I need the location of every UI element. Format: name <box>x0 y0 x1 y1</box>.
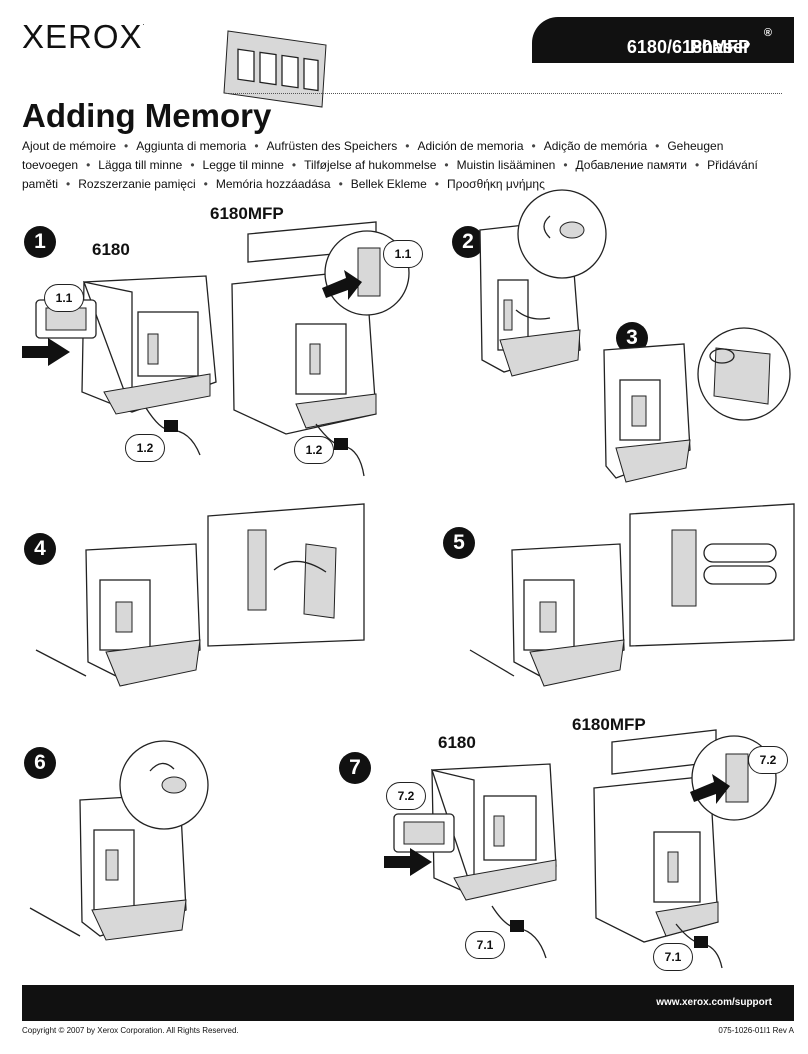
page-title: Adding Memory <box>22 97 272 134</box>
step-7-printer-6180-illustration <box>431 763 557 901</box>
step-3-module-zoom <box>697 327 791 421</box>
step-1-cord-6180 <box>145 407 201 456</box>
language-title: Aufrüsten des Speichers <box>266 139 398 153</box>
step-1-number: 1 <box>24 226 56 258</box>
callout-1-2-b: 1.2 <box>294 436 334 464</box>
product-banner: Phaser® 6180/6180MFP <box>532 17 794 63</box>
step-7-model-6180: 6180 <box>438 733 476 752</box>
bullet-separator: • <box>203 177 208 191</box>
bullet-separator: • <box>444 158 449 172</box>
step-2-arrow <box>515 309 551 320</box>
callout-7-2-b: 7.2 <box>748 746 788 774</box>
callout-7-2-a: 7.2 <box>386 782 426 810</box>
logo-mark: . <box>142 18 146 27</box>
language-title: Adición de memoria <box>417 139 524 153</box>
step-7-power-switch-zoom <box>393 813 455 853</box>
bullet-separator: • <box>254 139 259 153</box>
step-1-model-6180mfp: 6180MFP <box>210 204 284 223</box>
bullet-separator: • <box>66 177 71 191</box>
step-1-printer-mfp-illustration <box>231 221 377 435</box>
bullet-separator: • <box>434 177 439 191</box>
step-1-cord-mfp <box>315 423 365 477</box>
step-7-cord-6180 <box>491 905 547 959</box>
language-title: Muistin lisääminen <box>456 158 556 172</box>
step-5-printer-illustration <box>469 543 625 687</box>
callout-7-1-b: 7.1 <box>653 943 693 971</box>
bullet-separator: • <box>86 158 91 172</box>
bullet-separator: • <box>124 139 129 153</box>
bullet-separator: • <box>338 177 343 191</box>
language-title: Tilføjelse af hukommelse <box>304 158 437 172</box>
step-7-mfp-switch-zoom <box>690 735 777 821</box>
bullet-separator: • <box>405 139 410 153</box>
bullet-separator: • <box>694 158 700 172</box>
step-4-insert-module-zoom <box>207 503 365 647</box>
language-title: Rozszerzanie pamięci <box>78 177 196 191</box>
language-title: Memória hozzáadása <box>215 177 331 191</box>
callout-1-1-b: 1.1 <box>383 240 423 268</box>
callout-1-1-a: 1.1 <box>44 284 84 312</box>
language-title: Legge til minne <box>202 158 284 172</box>
language-title: Lägga till minne <box>98 158 183 172</box>
language-title: Bellek Ekleme <box>350 177 427 191</box>
doc-number: 075-1026-01I1 Rev A <box>718 1026 794 1035</box>
step-7-number: 7 <box>339 752 371 784</box>
copyright: Copyright © 2007 by Xerox Corporation. A… <box>22 1026 239 1035</box>
step-1-model-6180: 6180 <box>92 240 130 259</box>
step-5-number: 5 <box>443 527 475 559</box>
bullet-separator: • <box>655 139 660 153</box>
language-title: Adição de memória <box>543 139 648 153</box>
step-1-arrow <box>22 338 70 366</box>
step-7-printer-mfp-illustration <box>593 729 719 943</box>
callout-1-2-a: 1.2 <box>125 434 165 462</box>
step-7-model-6180mfp: 6180MFP <box>572 715 646 734</box>
step-2-latch-zoom <box>517 189 607 279</box>
language-title: Geheugen toevoegen <box>22 139 724 172</box>
bullet-separator: • <box>531 139 536 153</box>
language-titles: Ajout de mémoire • Aggiunta di memoria • Auf… <box>22 137 792 194</box>
step-5-seat-module-zoom <box>629 503 795 647</box>
step-7-cord-mfp <box>675 923 723 969</box>
footer-bar: www.xerox.com/support <box>22 985 794 1021</box>
bullet-separator: • <box>563 158 568 172</box>
step-6-printer-close-illustration <box>29 793 187 941</box>
step-1-mfp-switch-zoom <box>322 230 410 316</box>
bullet-separator: • <box>291 158 297 172</box>
step-4-number: 4 <box>24 533 56 565</box>
step-6-number: 6 <box>24 747 56 779</box>
language-title: Přidávání paměti <box>22 158 758 191</box>
step-7-arrow <box>384 848 432 876</box>
step-6-latch-zoom <box>119 740 209 830</box>
header-divider <box>226 93 782 94</box>
step-1-printer-6180-illustration <box>81 275 217 415</box>
step-2-number: 2 <box>452 226 484 258</box>
language-title: Aggiunta di memoria <box>136 139 247 153</box>
language-title: Ajout de mémoire <box>22 139 117 153</box>
xerox-logo: XEROX. <box>22 18 146 55</box>
callout-7-1-a: 7.1 <box>465 931 505 959</box>
bullet-separator: • <box>190 158 195 172</box>
step-4-printer-illustration <box>35 543 201 687</box>
language-title: Προσθήκη μνήμης <box>447 177 545 191</box>
support-url[interactable]: www.xerox.com/support <box>656 997 772 1008</box>
memory-module-illustration <box>223 30 327 108</box>
language-title: Добавление памяти <box>575 158 687 172</box>
step-3-printer-slot-illustration <box>603 343 691 483</box>
